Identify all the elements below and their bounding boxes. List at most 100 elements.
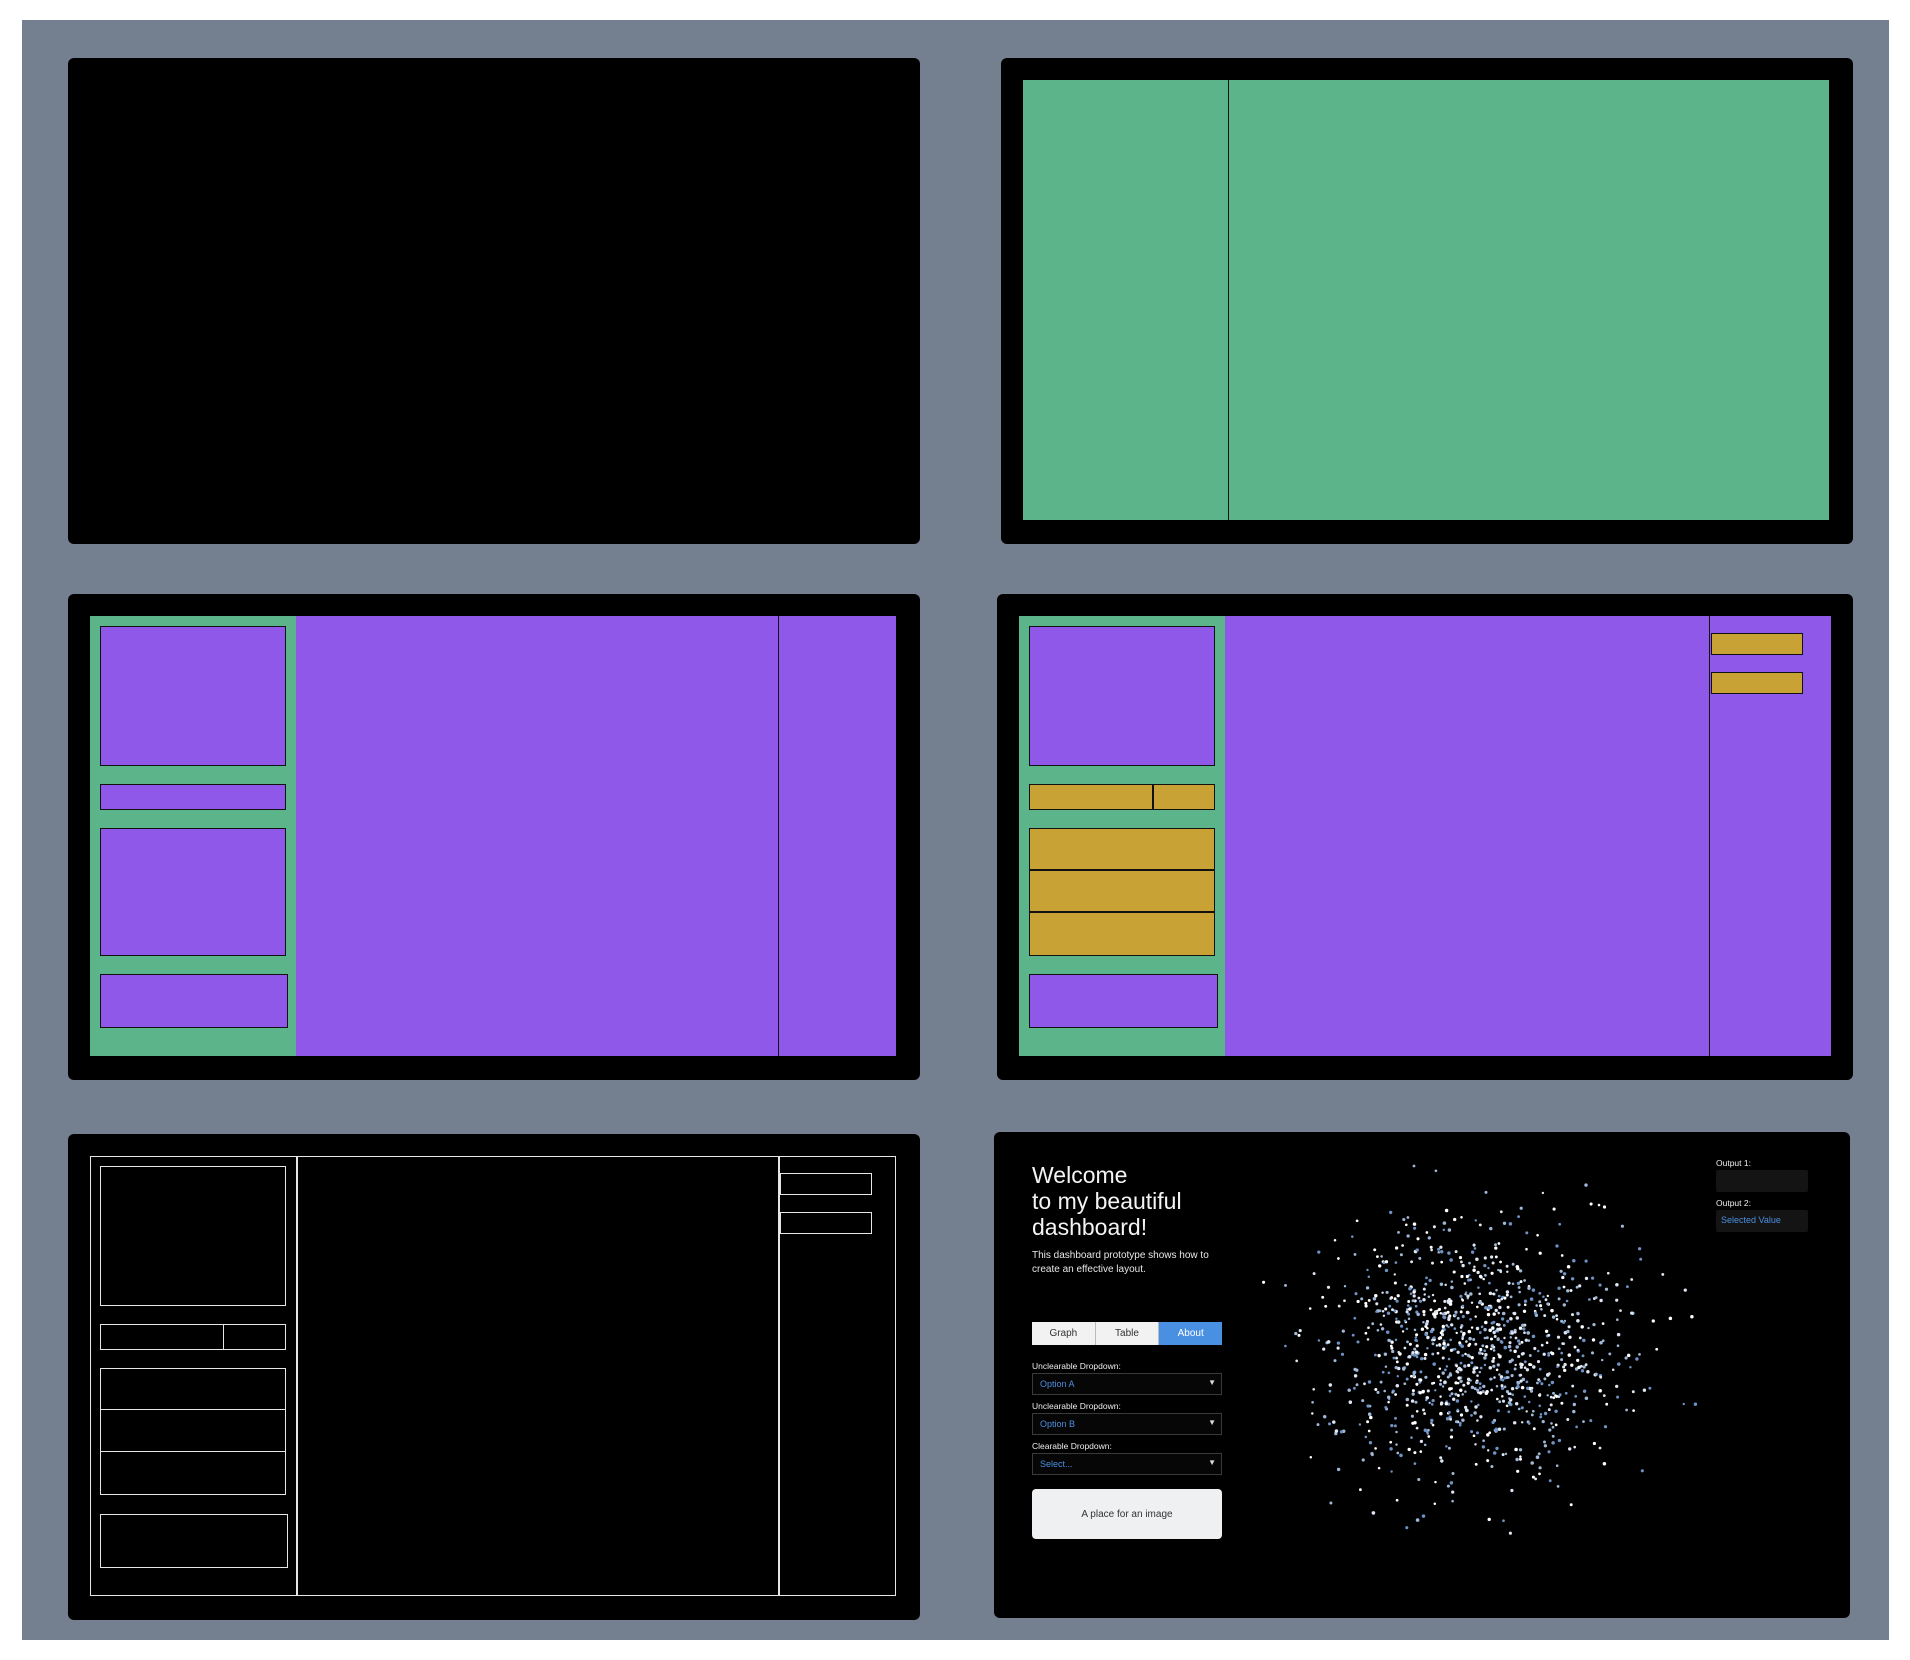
scatter-point [1419,1439,1424,1444]
scatter-point [1400,1324,1404,1328]
scatter-point [1443,1345,1447,1349]
scatter-point [1490,1388,1494,1392]
scatter-point [1599,1375,1603,1379]
scatter-point [1507,1401,1512,1405]
unclearable-dropdown-1[interactable]: Option A ▼ [1032,1373,1222,1395]
scatter-point [1295,1359,1299,1363]
scatter-point [1584,1363,1588,1367]
scatter-point [1442,1341,1446,1346]
scatter-point [1412,1371,1416,1375]
scatter-point [1532,1427,1536,1431]
scatter-point [1502,1427,1506,1431]
scatter-point [1478,1391,1483,1395]
scatter-point [1395,1443,1398,1446]
scatter-point [1312,1388,1315,1391]
scatter-point [1481,1445,1486,1449]
scatter-point [1483,1349,1487,1353]
scatter-point [1413,1451,1417,1455]
scatter-point [1494,1427,1498,1431]
scatter-point [1394,1261,1398,1264]
scatter-point [1547,1351,1551,1355]
scatter-point [1552,1207,1556,1211]
scatter-point [1555,1314,1558,1317]
scatter-point [1444,1368,1447,1372]
scatter-point [1364,1301,1368,1305]
scatter-point [1374,1447,1377,1450]
scatter-point [1421,1514,1426,1518]
scatter-point [1324,1304,1328,1308]
scatter-point [1540,1343,1544,1347]
scatter-point [1464,1408,1469,1412]
stage-4-dropdown-placeholder-1 [1029,828,1215,870]
scatter-point [1446,1375,1450,1379]
scatter-point [1458,1256,1463,1260]
unclearable-dropdown-2[interactable]: Option B ▼ [1032,1413,1222,1435]
scatter-point [1415,1248,1419,1252]
scatter-point [1463,1364,1467,1368]
scatter-point [1566,1265,1571,1269]
scatter-point [1563,1362,1567,1367]
scatter-point [1449,1348,1454,1352]
scatter-point [1638,1353,1641,1356]
tab-graph[interactable]: Graph [1032,1322,1096,1345]
scatter-point [1423,1352,1428,1357]
scatter-point [1432,1381,1436,1385]
scatter-point [1419,1370,1423,1374]
scatter-point [1415,1382,1419,1386]
scatter-point [1501,1399,1506,1403]
scatter-point [1470,1430,1474,1434]
scatter-point [1334,1429,1339,1433]
scatter-point [1446,1299,1449,1303]
scatter-point [1476,1388,1480,1392]
scatter-point [1429,1308,1433,1312]
scatter-point [1573,1445,1577,1449]
scatter-point [1418,1391,1422,1395]
scatter-point [1631,1390,1635,1394]
scatter-point [1422,1309,1426,1314]
scatter-point [1572,1402,1576,1407]
scatter-point [1385,1330,1390,1334]
scatter-point [1555,1317,1559,1321]
scatter-point [1396,1451,1400,1455]
scatter-point [1417,1296,1421,1300]
scatter-point [1530,1413,1534,1417]
scatter-point [1394,1365,1398,1370]
scatter-point [1485,1389,1489,1394]
scatter-point [1481,1344,1485,1348]
scatter-point [1637,1247,1642,1251]
scatter-point [1485,1345,1489,1349]
scatter-point [1509,1336,1513,1339]
scatter-point [1390,1470,1393,1473]
scatter-point [1538,1300,1542,1304]
scatter-point [1427,1295,1431,1299]
scatter-point [1502,1221,1507,1225]
scatter-point [1569,1503,1573,1507]
scatter-point [1576,1319,1580,1323]
scatter-point [1554,1409,1558,1414]
scatter-point [1490,1271,1494,1275]
scatter-point [1519,1365,1523,1369]
scatter-point [1356,1299,1360,1304]
scatter-point [1543,1377,1547,1381]
clearable-dropdown[interactable]: Select... ▼ [1032,1453,1222,1475]
scatter-point [1386,1311,1391,1315]
tab-table[interactable]: Table [1095,1322,1160,1345]
scatter-point [1403,1319,1407,1323]
scatter-point [1298,1329,1302,1333]
tab-about[interactable]: About [1159,1322,1223,1345]
scatter-point [1534,1477,1538,1481]
scatter-point [1466,1294,1470,1298]
scatter-point [1624,1356,1628,1360]
scatter-point [1486,1433,1490,1437]
scatter-point [1418,1256,1422,1260]
scatter-point [1527,1421,1531,1425]
scatter-point [1444,1208,1449,1213]
scatter-point [1555,1244,1559,1248]
scatter-point [1575,1425,1578,1429]
scatter-point [1326,1340,1331,1344]
scatter-point [1445,1324,1449,1327]
scatter-point [1558,1375,1561,1378]
scatter-point [1538,1393,1542,1396]
scatter-point [1475,1257,1479,1261]
scatter-point [1491,1420,1495,1425]
